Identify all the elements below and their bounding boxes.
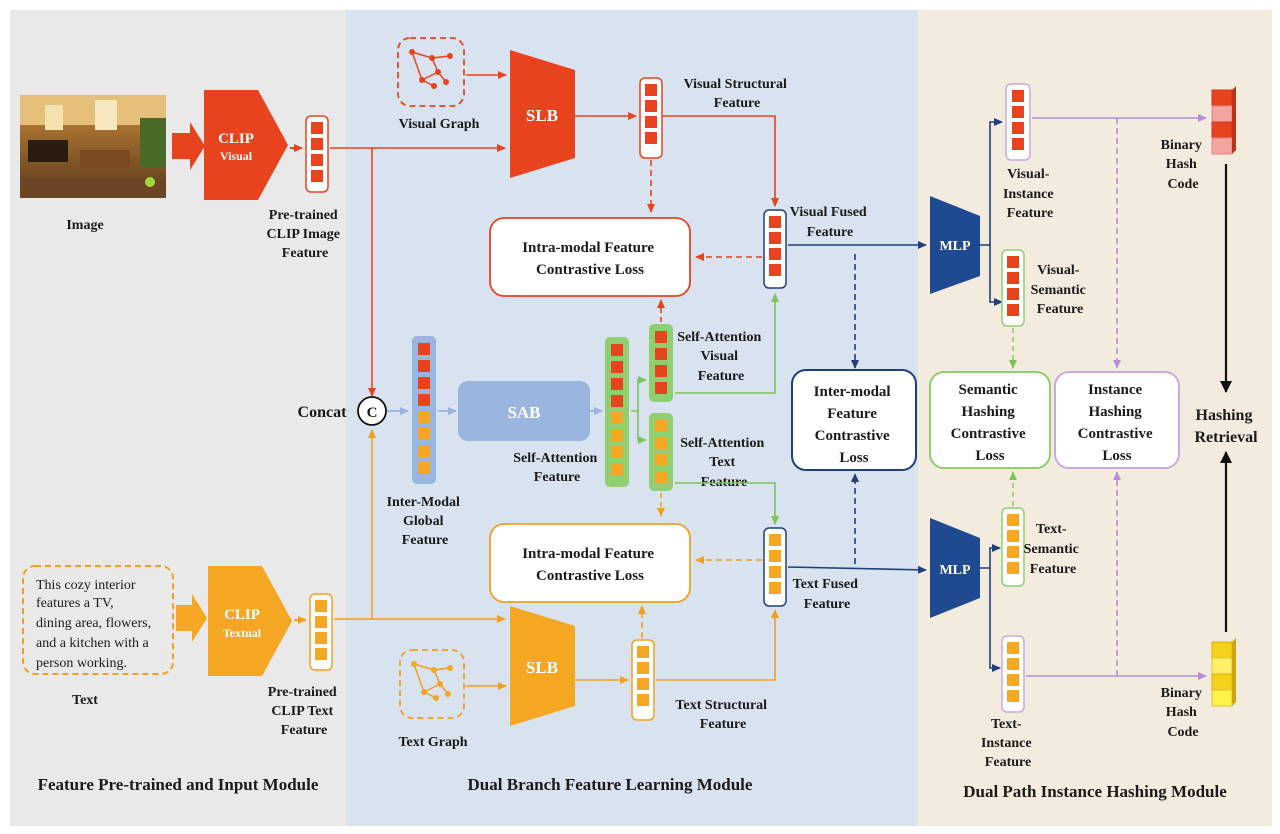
mlp-to-visual-semantic-arrow: [989, 245, 1003, 306]
visual-graph-label: Visual Graph: [399, 117, 480, 132]
mlp-to-text-semantic-arrow: [980, 544, 1001, 569]
concat-symbol: C: [367, 405, 378, 421]
text-fused-label: Text Fused Feature: [793, 577, 862, 612]
visual-instance-feature-vector: [1005, 83, 1031, 161]
hashing-module-title: Dual Path Instance Hashing Module: [963, 782, 1227, 801]
split-visual-arrow: [631, 376, 647, 412]
intra-modal-visual-loss-box: [489, 217, 691, 297]
inter-modal-global-feature-vector: [412, 336, 436, 484]
text-semantic-label: Text- Semantic Feature: [1024, 522, 1083, 577]
clip-textual-encoder: CLIP Textual: [208, 566, 292, 676]
visual-structural-to-fused-arrow: [662, 115, 779, 207]
self-attention-feature-vector: [605, 337, 629, 487]
self-attention-text-vector: [649, 413, 673, 491]
instance-hashing-loss-label: Instance Hashing Contrastive Loss: [1078, 382, 1157, 464]
text-arrow: [176, 594, 207, 642]
self-attention-feature-label: Self-Attention Feature: [513, 451, 601, 485]
text-graph-icon: [399, 649, 465, 719]
text-structural-to-fused-arrow: [656, 609, 779, 681]
clip-text-feature-label: Pre-trained CLIP Text Feature: [268, 685, 340, 738]
text-binary-hash-label: Binary Hash Code: [1161, 686, 1206, 740]
intra-modal-text-loss-box: [489, 523, 691, 603]
clip-image-feature-label: Pre-trained CLIP Image Feature: [267, 208, 344, 261]
visual-binary-hash-code: [1211, 86, 1236, 155]
text-binary-hash-code: [1211, 638, 1236, 707]
semantic-hashing-loss-box: [929, 371, 1051, 469]
visual-graph-icon: [397, 37, 465, 107]
text-fused-to-mlp-arrow: [787, 565, 927, 574]
clip-textual-title: CLIP: [224, 607, 260, 623]
slb-text-block: SLB: [510, 606, 575, 726]
text-fused-feature-vector: [763, 527, 787, 607]
intra-modal-visual-loss-label: Intra-modal Feature Contrastive Loss: [522, 240, 658, 278]
image-label: Image: [66, 218, 103, 233]
text-structural-label: Text Structural Feature: [675, 698, 770, 732]
visual-semantic-feature-vector: [1001, 249, 1025, 327]
visual-instance-label: Visual- Instance Feature: [1003, 167, 1057, 221]
clip-textual-sub: Textual: [223, 626, 262, 640]
mlp-text-block: MLP: [930, 518, 980, 618]
slb-visual-block: SLB: [510, 50, 575, 178]
inter-modal-global-label: Inter-Modal Global Feature: [387, 495, 464, 548]
clip-text-feature-vector: [309, 593, 333, 671]
dual-branch-module-title: Dual Branch Feature Learning Module: [468, 775, 753, 794]
visual-binary-hash-label: Binary Hash Code: [1161, 138, 1206, 192]
split-text-arrow: [637, 411, 647, 444]
text-instance-feature-vector: [1001, 635, 1025, 713]
text-structural-feature-vector: [631, 639, 655, 721]
input-image: [20, 95, 166, 198]
mlp-to-visual-instance-arrow: [980, 118, 1003, 246]
mlp-visual-label: MLP: [939, 239, 971, 254]
visual-semantic-label: Visual- Semantic Feature: [1031, 263, 1090, 317]
clip-visual-title: CLIP: [218, 131, 254, 147]
input-module-title: Feature Pre-trained and Input Module: [38, 775, 319, 794]
intra-modal-text-loss-label: Intra-modal Feature Contrastive Loss: [522, 546, 658, 584]
sa-visual-to-fused-arrow: [675, 293, 779, 394]
text-graph-label: Text Graph: [398, 735, 467, 750]
self-attention-visual-label: Self-Attention Visual Feature: [677, 330, 765, 384]
visual-structural-feature-vector: [639, 77, 663, 159]
image-arrow: [172, 122, 205, 170]
visual-fused-label: Visual Fused Feature: [790, 205, 870, 240]
slb-text-label: SLB: [526, 658, 558, 677]
clip-visual-sub: Visual: [220, 149, 253, 163]
clip-image-feature-vector: [305, 115, 329, 193]
text-semantic-feature-vector: [1001, 507, 1025, 587]
clip-visual-encoder: CLIP Visual: [204, 90, 288, 200]
input-text-box: [22, 565, 174, 675]
visual-fused-feature-vector: [763, 209, 787, 289]
mlp-to-text-instance-arrow: [989, 568, 1001, 672]
self-attention-visual-vector: [649, 324, 673, 402]
visual-structural-label: Visual Structural Feature: [684, 77, 791, 111]
sab-block: SAB: [458, 381, 590, 441]
text-label: Text: [72, 693, 98, 708]
hashing-retrieval-label: Hashing Retrieval: [1194, 407, 1258, 446]
sab-label: SAB: [507, 403, 540, 422]
inter-modal-loss-box: [791, 369, 917, 471]
text-instance-label: Text- Instance Feature: [981, 717, 1035, 770]
instance-hashing-loss-box: [1054, 371, 1180, 469]
concat-label: Concat: [298, 404, 348, 421]
concat-operator: [357, 396, 387, 426]
sa-text-to-fused-arrow: [675, 482, 779, 525]
slb-visual-label: SLB: [526, 106, 558, 125]
semantic-hashing-loss-label: Semantic Hashing Contrastive Loss: [951, 382, 1030, 464]
mlp-text-label: MLP: [939, 563, 971, 578]
mlp-visual-block: MLP: [930, 196, 980, 294]
input-text-sample: This cozy interior features a TV, dining…: [36, 578, 155, 671]
inter-modal-loss-label: Inter-modal Feature Contrastive Loss: [814, 384, 895, 466]
